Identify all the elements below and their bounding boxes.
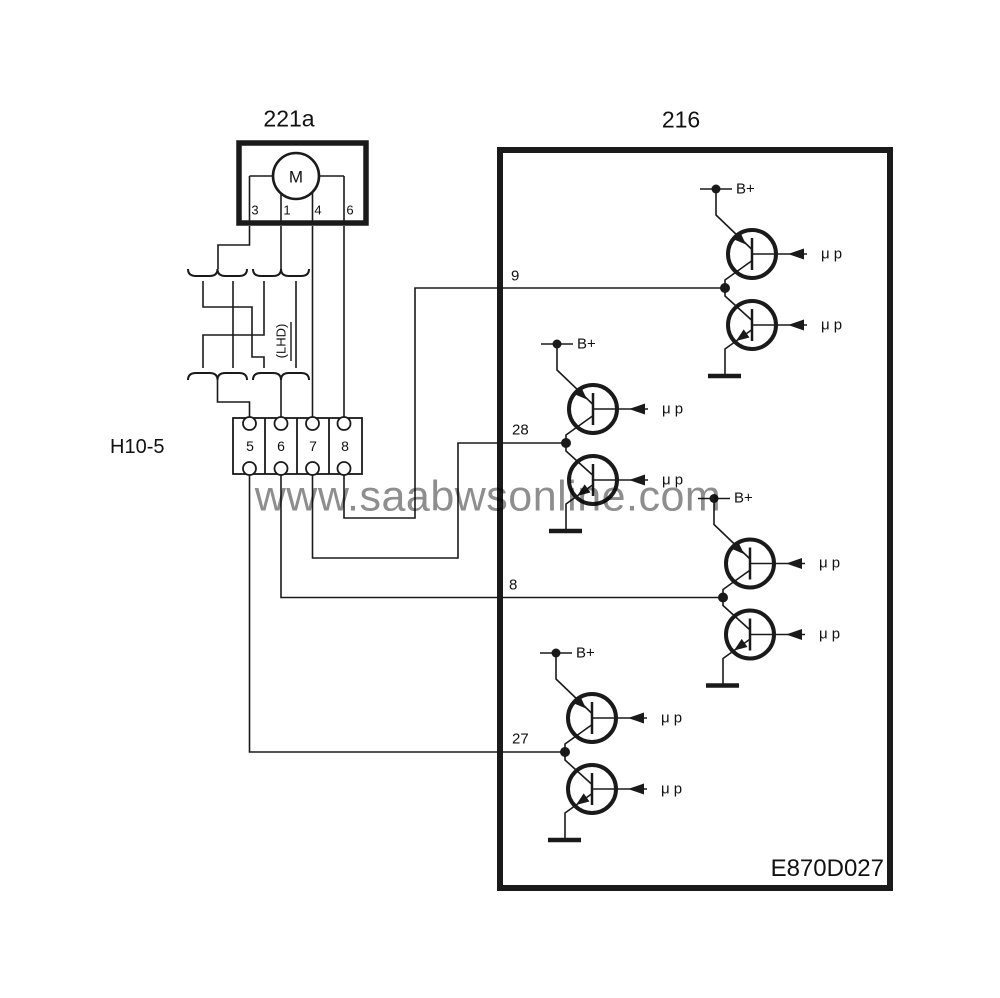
wire-8-label: 8 bbox=[509, 576, 518, 594]
motor-unit-outline bbox=[236, 140, 369, 226]
wire-9-label: 9 bbox=[511, 267, 520, 285]
connector-title: H10-5 bbox=[110, 436, 165, 458]
drawing-code-label: E870D027 bbox=[770, 855, 884, 882]
micro-label-7: μ p bbox=[661, 709, 683, 727]
bplus-label-1: B+ bbox=[736, 180, 755, 198]
wire-27-label: 27 bbox=[512, 730, 529, 748]
connector-pin-7-label: 7 bbox=[309, 438, 317, 454]
motor-pin-1-label: 1 bbox=[283, 202, 291, 218]
connector-pin-6-label: 6 bbox=[277, 438, 285, 454]
transistor-pair-3 bbox=[698, 494, 805, 688]
transistor-pair-4 bbox=[540, 648, 647, 843]
micro-label-8: μ p bbox=[661, 780, 683, 798]
micro-label-5: μ p bbox=[819, 554, 841, 572]
motor-pin-6-label: 6 bbox=[346, 202, 354, 218]
bplus-label-3: B+ bbox=[734, 489, 753, 507]
connector-pin-8-label: 8 bbox=[341, 438, 349, 454]
micro-label-3: μ p bbox=[662, 400, 684, 418]
motor-symbol-label: M bbox=[288, 167, 304, 187]
connector-pin-5-label: 5 bbox=[246, 438, 254, 454]
control-module-outline bbox=[497, 147, 893, 891]
motor-pin-4-label: 4 bbox=[314, 202, 322, 218]
transistor-pair-2 bbox=[541, 339, 648, 534]
connector-block bbox=[232, 416, 363, 476]
harness-upper-wires bbox=[217, 226, 345, 417]
micro-label-6: μ p bbox=[819, 625, 841, 643]
micro-label-1: μ p bbox=[821, 245, 843, 263]
micro-label-4: μ p bbox=[662, 471, 684, 489]
motor-unit-title: 221a bbox=[263, 105, 315, 132]
harness-lower-wires bbox=[248, 287, 725, 753]
watermark-text: www.saabwsonline.com bbox=[254, 472, 722, 521]
motor-pin-3-label: 3 bbox=[251, 202, 259, 218]
lhd-variant-label: (LHD) bbox=[273, 323, 289, 359]
wire-28-label: 28 bbox=[512, 421, 529, 439]
bplus-label-4: B+ bbox=[576, 644, 595, 662]
micro-label-2: μ p bbox=[821, 316, 843, 334]
crossover-wires bbox=[202, 281, 297, 417]
bplus-label-2: B+ bbox=[577, 335, 596, 353]
transistor-pair-1 bbox=[700, 184, 807, 379]
control-module-title: 216 bbox=[661, 106, 701, 133]
